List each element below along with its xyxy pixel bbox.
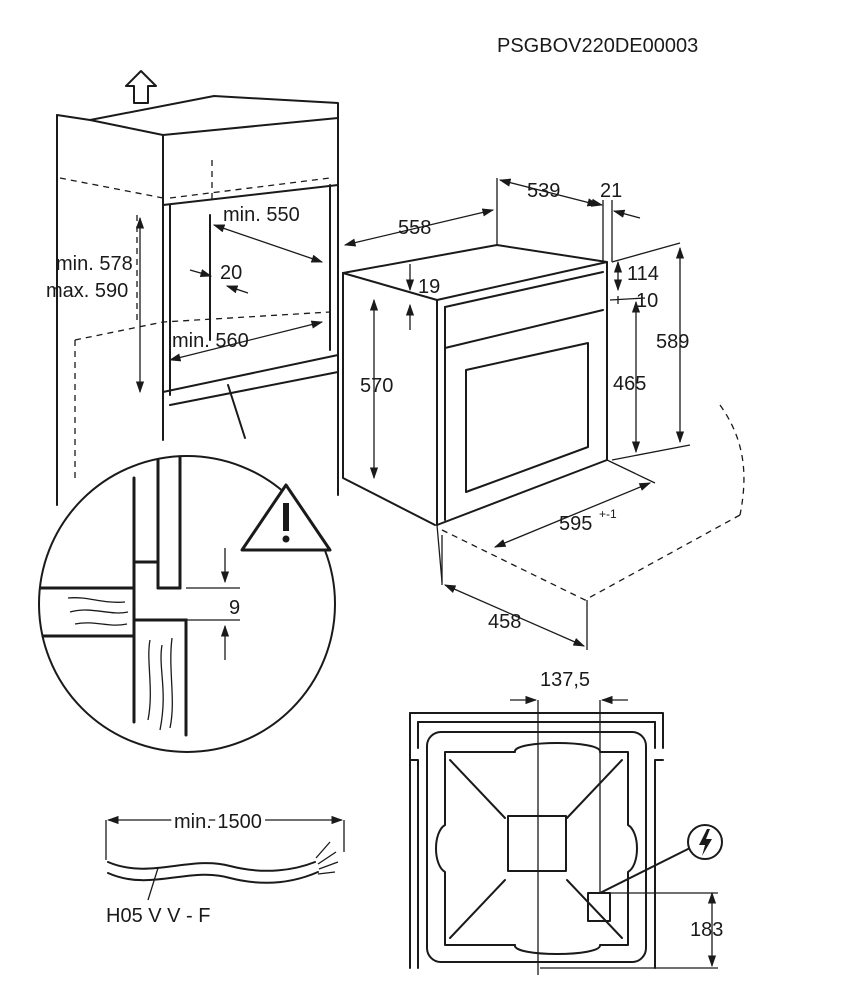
dim-19: 19 <box>418 276 440 298</box>
dim-min-578: min. 578 <box>56 253 133 275</box>
dim-10: 10 <box>636 290 658 312</box>
up-arrow-icon <box>125 70 157 104</box>
dim-465: 465 <box>613 373 646 395</box>
dim-137-5: 137,5 <box>540 669 590 691</box>
oven-dimensions: 558 539 21 19 570 114 10 589 465 595 +-1… <box>342 178 745 650</box>
dim-114: 114 <box>627 263 659 285</box>
dim-539: 539 <box>527 180 560 202</box>
detail-circle: 9 <box>38 455 336 753</box>
cable-type-label: H05 V V - F <box>106 905 210 927</box>
dim-458: 458 <box>488 611 521 633</box>
dim-min-560: min. 560 <box>172 330 249 352</box>
dim-570: 570 <box>360 375 393 397</box>
dim-595: 595 <box>559 513 592 535</box>
dim-595-tolerance: +-1 <box>599 507 617 521</box>
document-code: PSGBOV220DE00003 <box>497 35 698 57</box>
dim-21: 21 <box>600 180 622 202</box>
dim-183: 183 <box>690 919 723 941</box>
dim-min-1500: min. 1500 <box>174 811 262 833</box>
cabinet-niche: min. 550 20 min. 578 max. 590 min. 560 <box>46 70 339 506</box>
dim-max-590: max. 590 <box>46 280 128 302</box>
dim-min-550: min. 550 <box>223 204 300 226</box>
dim-589: 589 <box>656 331 689 353</box>
dim-20: 20 <box>220 262 242 284</box>
power-cable: min. 1500 H05 V V - F <box>105 807 345 927</box>
dim-9: 9 <box>229 597 240 619</box>
dim-558: 558 <box>398 217 431 239</box>
rear-view: 137,5 183 <box>409 669 723 975</box>
